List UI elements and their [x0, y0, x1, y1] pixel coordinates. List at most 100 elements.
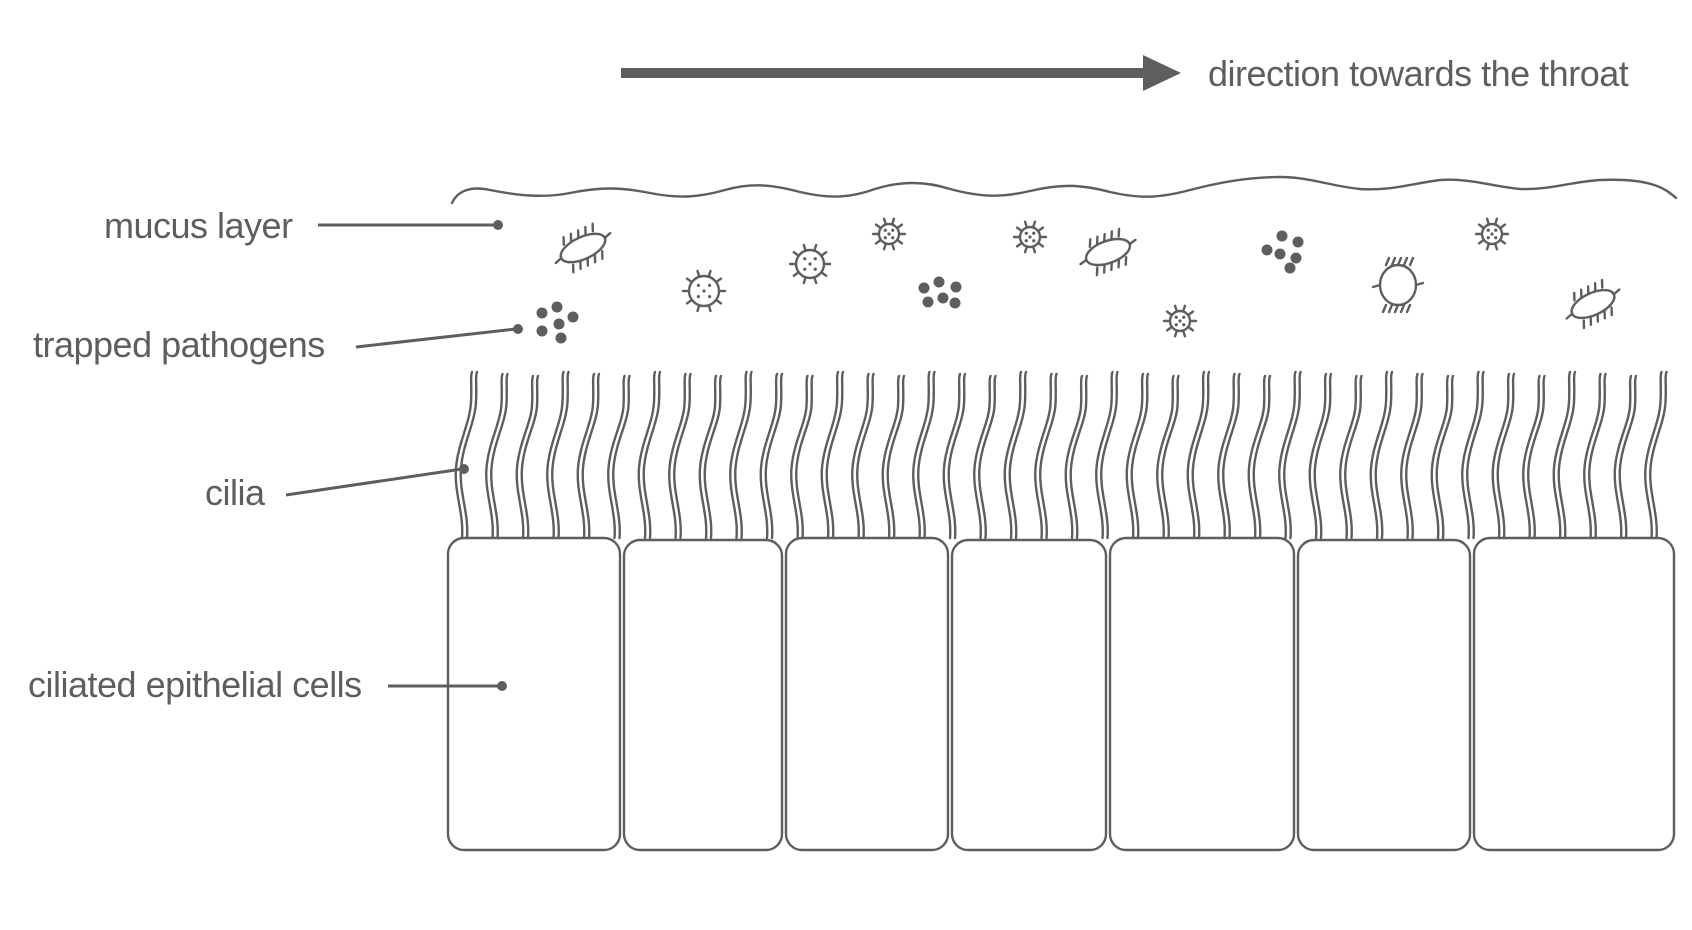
cilium [1222, 372, 1241, 540]
epithelial-cell [446, 536, 622, 852]
cilium [1339, 374, 1358, 540]
cilium [1583, 372, 1602, 540]
virus-icon [1012, 220, 1048, 254]
cilium [1064, 374, 1084, 540]
label-cilia: cilia [205, 472, 266, 513]
cilium [1039, 372, 1058, 540]
cilium [454, 370, 474, 540]
cilium [795, 374, 814, 540]
cilium [947, 372, 967, 540]
cilium [515, 374, 535, 540]
cilium [1435, 374, 1455, 540]
cilium [581, 372, 601, 540]
cilium [520, 374, 540, 540]
virus-icon [788, 243, 832, 285]
cilium [1186, 370, 1206, 540]
cilium [1283, 370, 1302, 540]
cilium [1557, 370, 1577, 540]
leader-cells [388, 681, 507, 691]
cilium [703, 374, 723, 540]
cilium [490, 372, 509, 540]
cilium [551, 370, 570, 540]
label-mucus-layer: mucus layer [104, 205, 293, 246]
cilium [485, 372, 504, 540]
cilium [820, 370, 840, 540]
trapped-pathogens [536, 217, 1621, 344]
cilium [1527, 374, 1546, 540]
cilium [1400, 372, 1419, 540]
label-ciliated-epithelial-cells: ciliated epithelial cells [28, 664, 362, 705]
epithelial-cells [446, 536, 1676, 852]
spore-cluster-icon [918, 276, 962, 309]
cilium [1247, 374, 1267, 540]
cilium [978, 374, 997, 540]
cilium [1618, 374, 1638, 540]
cilium [1278, 370, 1297, 540]
spore-cluster-icon [536, 301, 579, 344]
cilium [1649, 370, 1668, 540]
virus-icon [1162, 304, 1198, 338]
leader-cilia [285, 464, 469, 497]
cilium [607, 374, 626, 540]
cilium [637, 370, 657, 540]
cilium [1588, 372, 1607, 540]
cilium [1613, 374, 1633, 540]
cilium [917, 370, 936, 540]
cilium [1252, 374, 1272, 540]
cilium [1374, 370, 1394, 540]
epithelial-cell [950, 538, 1108, 852]
virus-icon [871, 217, 907, 251]
cilium [673, 372, 692, 540]
cilium [1369, 370, 1389, 540]
cilium [1156, 374, 1175, 540]
epithelial-cell [622, 538, 784, 852]
cilium [1496, 372, 1516, 540]
cilium [1125, 372, 1145, 540]
cilium [1008, 370, 1028, 540]
cilium [1100, 370, 1119, 540]
cilium [1430, 374, 1450, 540]
cilium [1552, 370, 1572, 540]
bacterium-icon [1565, 278, 1621, 330]
virus-icon [1474, 217, 1510, 251]
cilium [759, 372, 779, 540]
cilium [1130, 372, 1150, 540]
cilium [729, 370, 748, 540]
mucus-surface [450, 175, 1678, 205]
cilium [1405, 372, 1424, 540]
cilium [912, 370, 931, 540]
cilium [576, 372, 596, 540]
cilium [734, 370, 753, 540]
cilium [1644, 370, 1663, 540]
cilium [1161, 374, 1180, 540]
cilium [642, 370, 662, 540]
cilium [886, 374, 906, 540]
cilium [825, 370, 845, 540]
bacterium-icon [554, 222, 612, 274]
epithelial-cell [784, 536, 950, 852]
cilium [1313, 372, 1333, 540]
cilium [1461, 370, 1480, 540]
cilium [856, 372, 875, 540]
virus-icon [681, 269, 727, 313]
cilium [1466, 370, 1485, 540]
arrow-right-icon [1143, 55, 1181, 91]
cilium [942, 372, 962, 540]
bacterium-icon [1371, 256, 1425, 314]
cilium [612, 374, 631, 540]
cilium [1191, 370, 1211, 540]
bacterium-icon [1079, 227, 1137, 277]
cilium [1003, 370, 1023, 540]
cilium [973, 374, 992, 540]
cilium [1344, 374, 1363, 540]
cilium [881, 374, 901, 540]
cilium [1034, 372, 1053, 540]
cilium [546, 370, 565, 540]
cilia-layer [454, 370, 1668, 540]
cilium [459, 370, 479, 540]
cilium [851, 372, 870, 540]
leader-mucus [318, 220, 503, 230]
epithelial-cell [1472, 536, 1676, 852]
epithelial-cell [1108, 536, 1296, 852]
